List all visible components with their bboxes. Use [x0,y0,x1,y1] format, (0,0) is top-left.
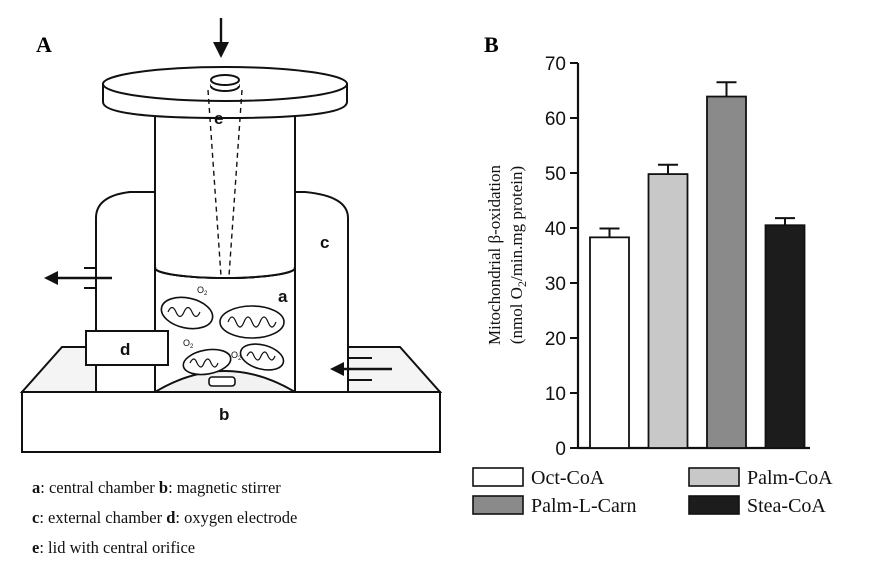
legend-label: Palm-L-Carn [531,495,637,517]
panel-a-label: A [36,32,52,57]
legend-label: Oct-CoA [531,467,605,489]
legend-key: b [158,478,169,497]
lid-column [154,103,296,279]
oxygen-symbol: O2 [183,338,194,350]
part-label-b: b [219,405,229,424]
mitochondria-group [160,296,285,376]
y-tick-label: 10 [545,384,566,405]
chart-bars [589,81,806,449]
y-tick-label: 70 [545,54,566,75]
oxygen-symbol: O2 [231,350,242,362]
panel-a: A [19,18,443,453]
legend-swatch [688,467,740,487]
legend-line: e: lid with central orifice [32,538,195,558]
y-tick-label: 40 [545,219,566,240]
y-tick-label: 30 [545,274,566,295]
panel-b-label: B [484,32,499,57]
legend-label: Palm-CoA [747,467,833,489]
oxygen-symbol: O2 [197,285,208,297]
bar-palm-l-carn [706,95,747,449]
part-label-c: c [320,233,329,252]
legend-swatch [472,467,524,487]
legend-description: : central chamber [40,478,159,497]
inlet-arrow [330,362,392,376]
y-tick-label: 20 [545,329,566,350]
oxygen-electrode [85,330,169,366]
part-label-a: a [278,287,288,306]
input-arrow-top [213,18,229,58]
orifice-channel [207,89,243,277]
legend-key: d [166,508,176,527]
panel-b: B Mitochondrial β-oxidation (nmol O2/min… [472,32,833,517]
y-tick-label: 0 [555,439,566,460]
legend-description: : lid with central orifice [39,538,196,557]
mitochondrion-2 [219,305,285,339]
y-axis-title: Mitochondrial β-oxidation (nmol O2/min.m… [485,164,529,345]
oxygen-symbols: O2 O2 O2 [183,285,242,362]
legend-key: a [32,478,41,497]
legend-line: c: external chamber d: oxygen electrode [32,508,297,528]
y-axis-title-line1: Mitochondrial β-oxidation [485,164,504,345]
stir-bar [208,376,236,387]
legend-key: c [32,508,40,527]
mitochondrion-3 [182,348,232,376]
part-label-d: d [120,340,130,359]
legend-description: : external chamber [39,508,167,527]
legend-description: : magnetic stirrer [168,478,281,497]
mitochondrion-4 [239,343,285,371]
bar-oct-coa [589,236,630,449]
legend-swatch [688,495,740,515]
legend-label: Stea-CoA [747,495,826,517]
y-axis-title-line2: (nmol O2/min.mg protein) [507,166,529,344]
lid [102,66,348,120]
y-tick-label: 60 [545,109,566,130]
mitochondrion-1 [160,296,214,330]
outlet-arrow [44,271,112,285]
bar-stea-coa [764,224,806,449]
chart-legend: Oct-CoA Palm-CoA Palm-L-Carn Stea-CoA [472,467,833,517]
part-label-e: e [214,109,223,128]
legend-key: e [32,538,40,557]
legend-description: : oxygen electrode [175,508,298,527]
legend-line: a: central chamber b: magnetic stirrer [32,478,281,498]
y-tick-label: 50 [545,164,566,185]
legend-swatch [472,495,524,515]
bar-palm-coa [647,173,689,449]
